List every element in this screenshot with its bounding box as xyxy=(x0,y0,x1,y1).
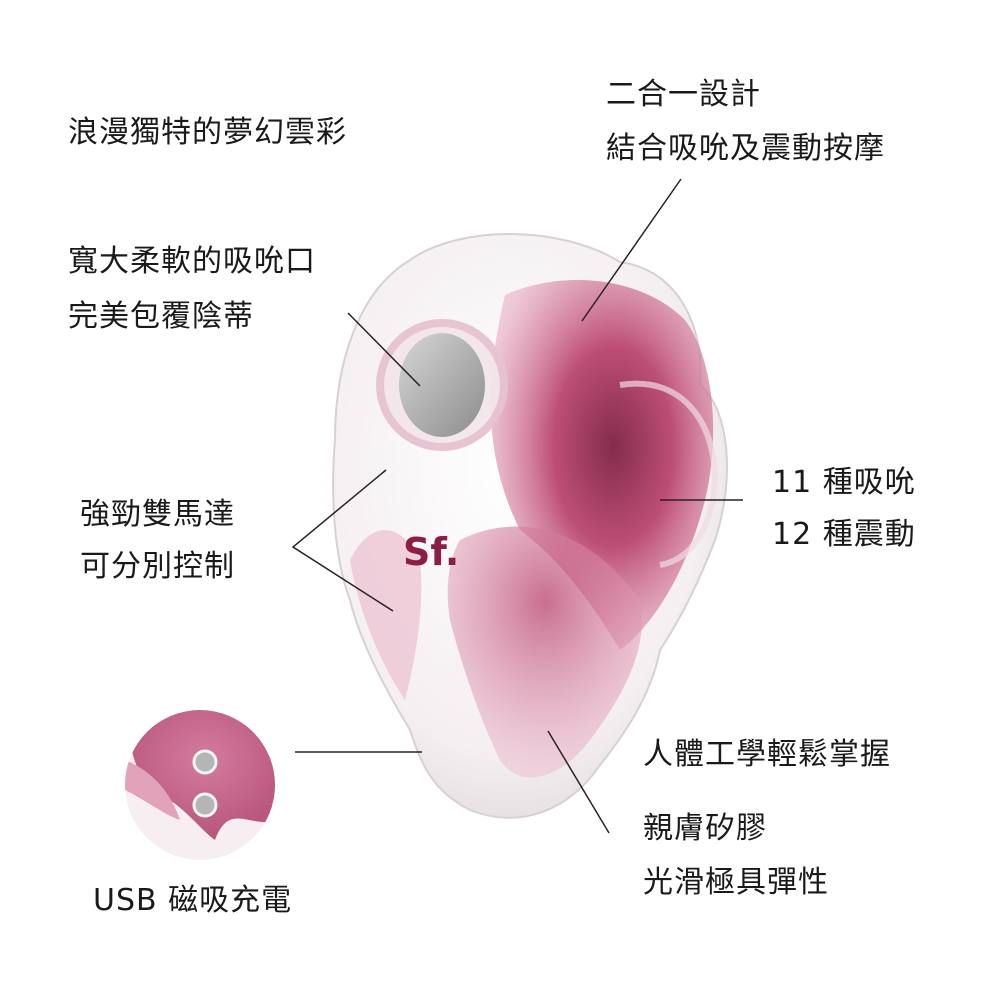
feature-suction-mouth-title: 寬大柔軟的吸吮口 xyxy=(68,244,316,279)
leader-ergonomic xyxy=(547,730,610,834)
feature-vibration-modes: 12 種震動 xyxy=(772,517,916,552)
suction-nozzle xyxy=(399,333,485,437)
feature-silicone-title: 親膚矽膠 xyxy=(643,811,767,846)
feature-ergonomic: 人體工學輕鬆掌握 xyxy=(643,737,891,772)
feature-suction-modes: 11 種吸吮 xyxy=(772,465,916,500)
usb-charging-detail xyxy=(125,710,275,860)
leader-dual-motor xyxy=(291,469,394,612)
leader-two-in-one xyxy=(581,178,682,322)
brand-logo: Sf. xyxy=(403,530,459,574)
feature-dual-motor-title: 強勁雙馬達 xyxy=(80,497,235,532)
charging-pin-icon xyxy=(192,749,218,775)
feature-silicone-desc: 光滑極具彈性 xyxy=(643,865,829,900)
feature-suction-mouth-desc: 完美包覆陰蒂 xyxy=(68,299,254,334)
leader-suction-mouth xyxy=(347,312,421,387)
leader-lines xyxy=(291,178,743,834)
feature-dual-motor-desc: 可分別控制 xyxy=(80,549,235,584)
feature-two-in-one-title: 二合一設計 xyxy=(606,77,761,112)
feature-usb-charging: USB 磁吸充電 xyxy=(93,883,293,918)
product-body xyxy=(332,233,728,819)
feature-two-in-one-desc: 結合吸吮及震動按摩 xyxy=(606,131,885,166)
charging-pin-icon xyxy=(192,792,218,818)
feature-cloud-design: 浪漫獨特的夢幻雲彩 xyxy=(68,115,347,150)
